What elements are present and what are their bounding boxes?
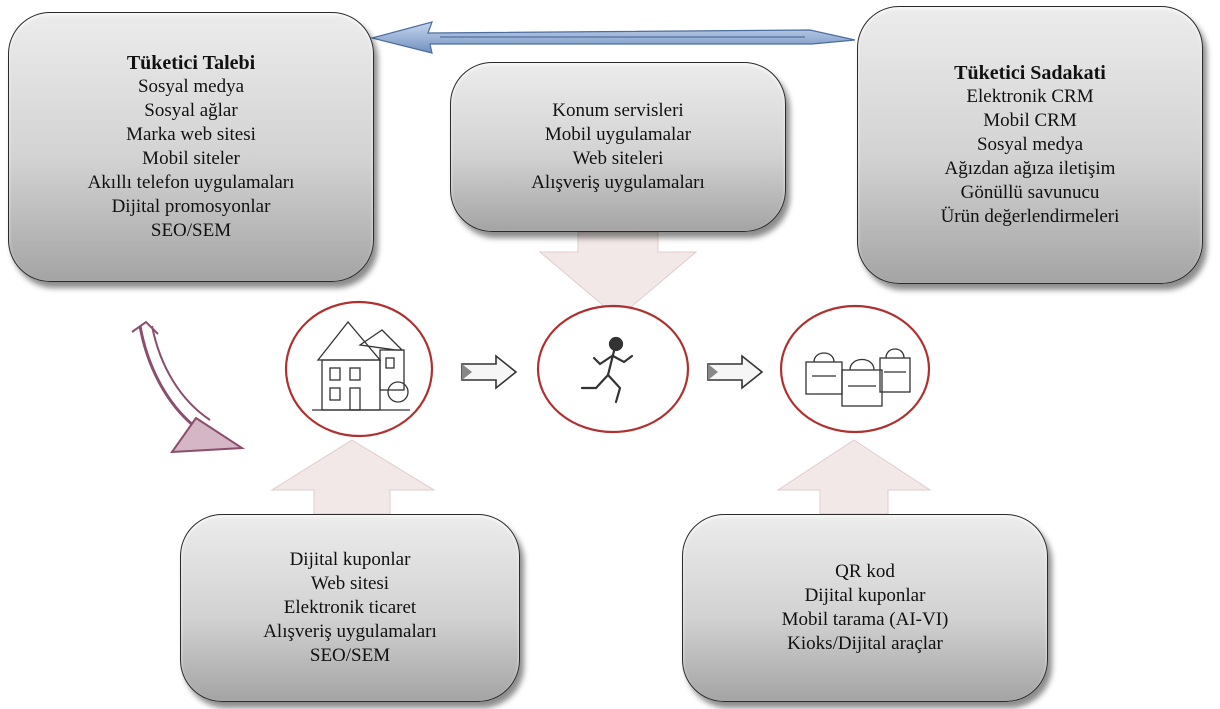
home-item: SEO/SEM bbox=[309, 645, 391, 666]
location-item: Web siteleri bbox=[572, 148, 664, 169]
transit-circle bbox=[536, 304, 690, 434]
big-arrow-up-right bbox=[776, 439, 932, 515]
demand-box: Tüketici Talebi Sosyal medya Sosyal ağla… bbox=[8, 12, 374, 282]
store-item: Kioks/Dijital araçlar bbox=[787, 633, 943, 654]
loyalty-item: Gönüllü savunucu bbox=[960, 182, 1100, 203]
demand-item: Sosyal ağlar bbox=[144, 100, 238, 121]
big-arrow-down bbox=[538, 231, 698, 319]
location-item: Mobil uygulamalar bbox=[544, 124, 692, 145]
location-item: Konum servisleri bbox=[552, 100, 684, 121]
demand-item: Akıllı telefon uygulamaları bbox=[87, 172, 295, 193]
big-arrow-up-left bbox=[270, 439, 436, 515]
demand-item: Mobil siteler bbox=[142, 148, 240, 169]
home-item: Dijital kuponlar bbox=[289, 549, 411, 570]
home-circle bbox=[284, 300, 434, 438]
loyalty-box: Tüketici Sadakati Elektronik CRM Mobil C… bbox=[857, 6, 1203, 284]
double-arrow-top bbox=[369, 21, 856, 54]
home-item: Web sitesi bbox=[310, 573, 390, 594]
loyalty-item: Mobil CRM bbox=[983, 110, 1077, 131]
store-item: Dijital kuponlar bbox=[804, 585, 926, 606]
loyalty-item: Ağızdan ağıza iletişim bbox=[944, 158, 1116, 179]
demand-title: Tüketici Talebi bbox=[126, 52, 256, 74]
demand-item: Dijital promosyonlar bbox=[111, 196, 271, 217]
loyalty-item: Ürün değerlendirmeleri bbox=[940, 206, 1120, 227]
home-item: Alışveriş uygulamaları bbox=[263, 621, 437, 642]
runner-sketch-icon bbox=[580, 336, 634, 404]
curved-arrow-left bbox=[131, 320, 246, 454]
flow-arrow-2 bbox=[707, 354, 764, 390]
loyalty-title: Tüketici Sadakati bbox=[954, 62, 1106, 84]
demand-item: Marka web sitesi bbox=[126, 124, 256, 145]
loyalty-item: Sosyal medya bbox=[976, 134, 1084, 155]
shopping-bags-sketch-icon bbox=[805, 348, 911, 407]
home-item: Elektronik ticaret bbox=[283, 597, 417, 618]
location-item: Alışveriş uygulamaları bbox=[531, 172, 705, 193]
house-sketch-icon bbox=[312, 320, 410, 411]
flow-arrow-1 bbox=[461, 354, 518, 390]
store-item: QR kod bbox=[835, 561, 895, 582]
home-channels-box: Dijital kuponlar Web sitesi Elektronik t… bbox=[180, 514, 520, 702]
demand-item: SEO/SEM bbox=[150, 220, 232, 241]
store-item: Mobil tarama (AI-VI) bbox=[781, 609, 949, 630]
loyalty-item: Elektronik CRM bbox=[966, 86, 1094, 107]
location-box: Konum servisleri Mobil uygulamalar Web s… bbox=[450, 62, 786, 232]
store-channels-box: QR kod Dijital kuponlar Mobil tarama (AI… bbox=[682, 514, 1048, 702]
demand-item: Sosyal medya bbox=[137, 76, 245, 97]
store-circle bbox=[779, 304, 931, 434]
